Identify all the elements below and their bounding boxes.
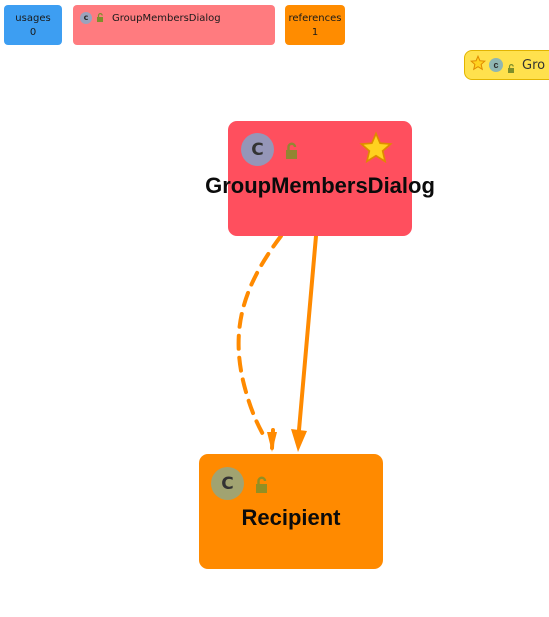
references-label: references [288, 13, 342, 24]
dashed-edge [236, 234, 283, 442]
node-label: GroupMembersDialog [205, 173, 435, 198]
node-recipient[interactable]: C Recipient [199, 454, 383, 569]
usages-count: 0 [29, 27, 37, 38]
star-icon [359, 131, 393, 164]
node-label: Recipient [241, 505, 341, 530]
lock-icon [96, 13, 106, 23]
lock-icon [256, 476, 267, 493]
solid-edge-arrowhead [291, 429, 307, 452]
star-icon [469, 54, 487, 76]
solid-edge [297, 234, 318, 432]
class-icon: C [211, 467, 244, 500]
usages-label: usages [15, 13, 51, 24]
lock-icon [286, 142, 297, 159]
lock-icon [507, 61, 517, 73]
references-chip[interactable]: references 1 [285, 5, 345, 45]
node-groupmembersdialog[interactable]: C GroupMembersDialog [205, 121, 435, 236]
selected-class-chip[interactable]: c GroupMembersDialog [73, 5, 275, 45]
class-icon: c [489, 58, 503, 72]
class-icon: c [80, 12, 92, 24]
usages-chip[interactable]: usages 0 [4, 5, 62, 45]
references-count: 1 [311, 27, 319, 38]
dashed-edge-arrowhead [267, 432, 277, 452]
selected-class-label: GroupMembersDialog [112, 13, 221, 24]
legend-text: Gro [522, 57, 546, 73]
class-icon: C [241, 133, 274, 166]
legend-pill[interactable]: c Gro [464, 50, 549, 80]
